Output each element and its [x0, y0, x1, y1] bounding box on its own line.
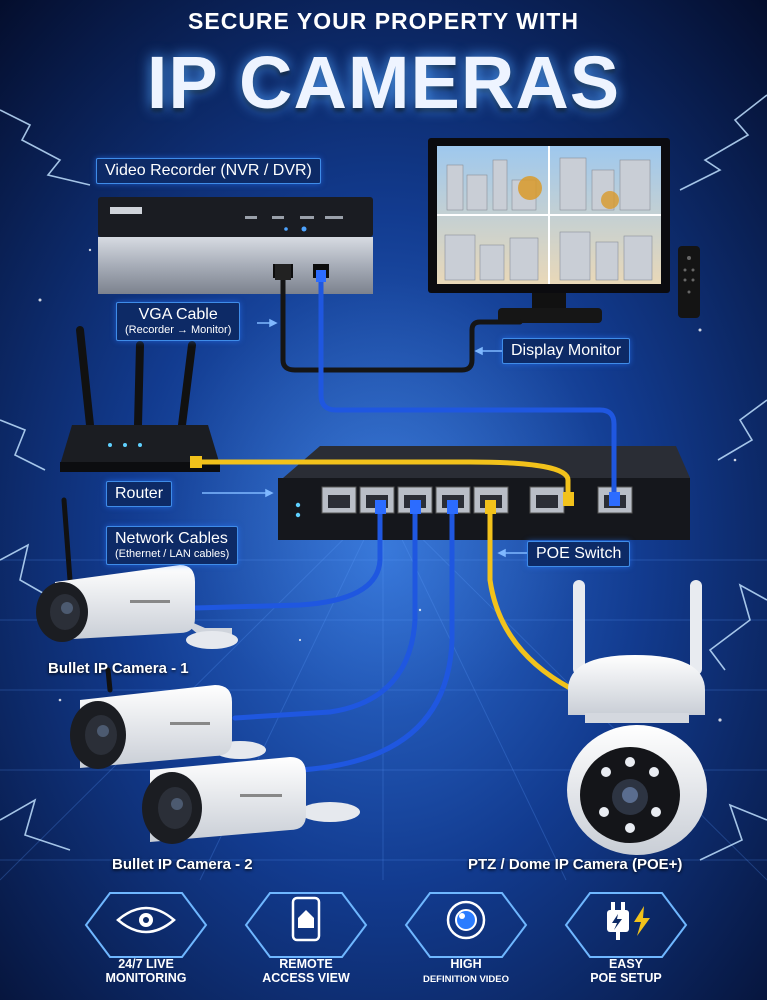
label-vga-cable: VGA Cable (Recorder → Monitor) — [116, 302, 241, 342]
label-poe-switch: POE Switch — [527, 541, 631, 568]
phone-home-icon — [291, 896, 321, 942]
router — [60, 326, 220, 472]
label-bullet-camera-1: Bullet IP Camera - 1 — [48, 660, 189, 677]
bullet-camera-1 — [36, 497, 238, 649]
sparkles — [38, 248, 737, 722]
feature-badges — [84, 892, 688, 958]
plug-bolt-icon — [607, 902, 650, 940]
label-video-recorder: Video Recorder (NVR / DVR) — [96, 158, 321, 185]
label-router: Router — [106, 481, 173, 508]
headline-title: IP CAMERAS — [146, 41, 621, 124]
bullet-camera-2 — [70, 667, 360, 844]
ptz-dome-camera — [567, 580, 707, 855]
label-display-monitor: Display Monitor — [502, 338, 631, 365]
label-ptz-camera: PTZ / Dome IP Camera (POE+) — [468, 856, 683, 873]
lightning-effects — [0, 94, 767, 861]
label-bullet-camera-2: Bullet IP Camera - 2 — [112, 856, 253, 873]
video-recorder — [98, 197, 373, 294]
camera-lens-icon — [446, 900, 486, 940]
cable-connectors — [190, 264, 620, 514]
label-network-cables: Network Cables (Ethernet / LAN cables) — [106, 526, 239, 566]
display-monitor — [428, 138, 700, 323]
eye-icon — [116, 906, 176, 934]
headline-subtitle: SECURE YOUR PROPERTY WITH — [188, 8, 579, 34]
cables — [192, 275, 617, 773]
